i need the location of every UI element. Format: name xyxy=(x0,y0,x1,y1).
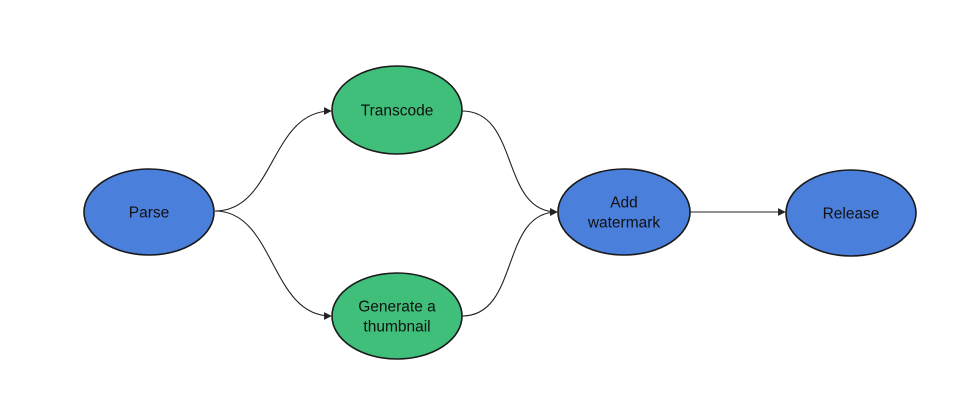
node-thumbnail-label: Generate a thumbnail xyxy=(358,299,436,336)
node-thumbnail-shape xyxy=(331,272,463,360)
node-watermark-label-line-2: watermark xyxy=(587,215,661,232)
edge-parse-to-thumbnail xyxy=(214,210,332,320)
node-thumbnail[interactable]: Generate a thumbnail xyxy=(331,272,463,360)
edge-transcode-to-watermark xyxy=(461,110,558,216)
node-thumbnail-label-line-2: thumbnail xyxy=(363,319,430,336)
edge-parse-to-transcode xyxy=(214,107,332,212)
node-release-label: Release xyxy=(823,206,880,223)
node-release[interactable]: Release xyxy=(785,169,917,257)
node-transcode[interactable]: Transcode xyxy=(331,65,463,155)
node-parse-label: Parse xyxy=(129,205,170,222)
edge-layer xyxy=(214,107,786,320)
node-watermark-label-line-1: Add xyxy=(610,195,638,212)
node-layer: Parse Transcode Generate a thumbnail Add w… xyxy=(83,65,917,360)
edge-thumbnail-to-watermark xyxy=(461,208,558,317)
node-parse[interactable]: Parse xyxy=(83,168,215,256)
node-transcode-shape xyxy=(331,65,463,155)
node-release-shape xyxy=(785,169,917,257)
node-release-label-line-1: Release xyxy=(823,206,880,223)
node-watermark-label: Add watermark xyxy=(587,195,661,232)
node-thumbnail-label-line-1: Generate a xyxy=(358,299,436,316)
node-parse-shape xyxy=(83,168,215,256)
node-transcode-label: Transcode xyxy=(361,103,434,120)
node-parse-label-line-1: Parse xyxy=(129,205,170,222)
node-watermark-shape xyxy=(557,168,691,256)
node-watermark[interactable]: Add watermark xyxy=(557,168,691,256)
node-transcode-label-line-1: Transcode xyxy=(361,103,434,120)
